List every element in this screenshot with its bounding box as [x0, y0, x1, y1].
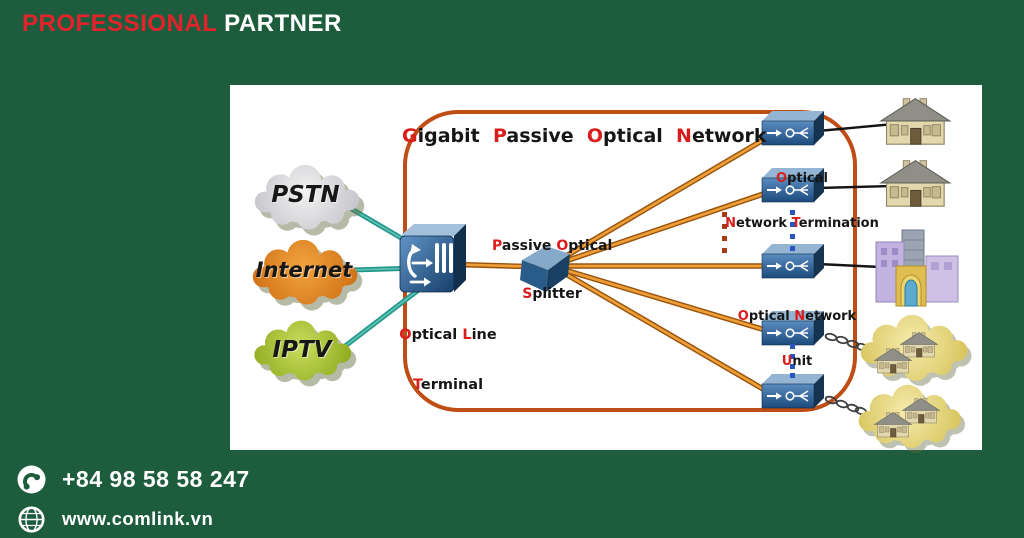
header: PROFESSIONAL PARTNER [22, 10, 342, 38]
label-segment: O [399, 327, 412, 344]
title-segment: etwork [691, 125, 767, 147]
label-segment: O [776, 170, 788, 186]
title-segment: igabit [417, 125, 493, 147]
header-rest: PARTNER [216, 10, 342, 37]
label-segment: plitter [532, 286, 582, 303]
diagram-title: Gigabit Passive Optical Network [402, 125, 767, 148]
onu-label: Optical Network Unit [712, 280, 882, 400]
website-url: www.comlink.vn [62, 508, 214, 529]
label-segment: S [522, 286, 533, 303]
label-segment: ine [471, 327, 497, 344]
label-segment: etwork [736, 215, 792, 231]
label-segment: O [556, 238, 569, 255]
label-segment: ermination [798, 215, 879, 231]
splitter-label: Passive Optical Splitter [492, 206, 612, 335]
splitter-label-line1: Passive Optical [492, 238, 612, 254]
phone-icon [17, 465, 46, 494]
label-segment: ptical [748, 308, 795, 324]
iptv-cloud-label: IPTV [272, 337, 332, 363]
label-segment: ptical [411, 327, 463, 344]
title-segment: P [492, 125, 507, 147]
olt-label-line2: Terminal [388, 377, 508, 394]
onu-label-line1: Optical Network [712, 308, 882, 325]
title-segment: assive [506, 125, 587, 147]
title-segment: ptical [603, 125, 677, 147]
label-segment: N [794, 308, 806, 324]
label-segment: assive [501, 238, 557, 255]
label-segment: ptical [568, 238, 613, 255]
label-segment: nit [792, 353, 813, 369]
label-segment: etwork [805, 308, 857, 324]
ont-label-line2: Network Termination [712, 215, 892, 232]
label-segment: P [492, 238, 502, 255]
title-segment: N [676, 125, 692, 147]
ont-label: Optical Network Termination [712, 142, 892, 262]
globe-icon [18, 506, 45, 533]
onu-label-line2: Unit [712, 353, 882, 370]
label-segment: ptical [787, 170, 828, 186]
label-segment: N [725, 215, 737, 231]
olt-label: Optical Line Terminal [388, 294, 508, 427]
label-segment: U [781, 353, 793, 369]
splitter-label-line2: Splitter [492, 286, 612, 302]
ont-label-line1: Optical [712, 170, 892, 187]
label-segment: erminal [420, 377, 484, 394]
olt-label-line1: Optical Line [388, 327, 508, 344]
label-segment: L [462, 327, 472, 344]
internet-cloud-label: Internet [255, 258, 353, 282]
pstn-cloud-label: PSTN [271, 182, 340, 208]
phone-number: +84 98 58 58 247 [62, 466, 250, 492]
label-segment: T [412, 377, 421, 394]
title-segment: G [402, 125, 418, 147]
label-segment: T [791, 215, 799, 231]
header-highlight: PROFESSIONAL [22, 10, 217, 37]
title-segment: O [586, 125, 604, 147]
label-segment: O [737, 308, 749, 324]
